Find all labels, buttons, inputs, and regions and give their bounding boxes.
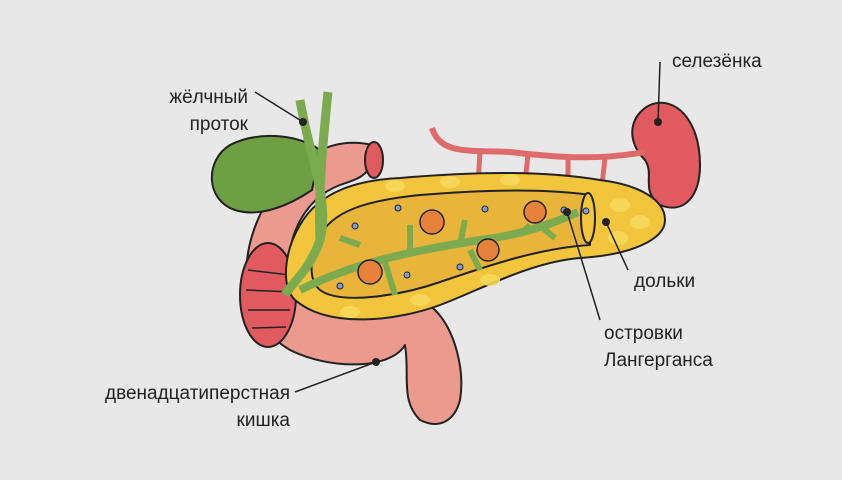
- spleen-marker: [654, 118, 662, 126]
- label-line: жёлчный: [169, 87, 248, 108]
- splenic-artery: [429, 126, 646, 161]
- label-line: двенадцатиперстная: [105, 383, 290, 404]
- gallbladder: [210, 134, 321, 214]
- lobules-marker: [602, 218, 610, 226]
- bile-duct: [280, 91, 580, 298]
- bile-duct-marker: [299, 118, 307, 126]
- label-islets: островки Лангерганса: [604, 320, 713, 374]
- islets-of-langerhans: [336, 204, 590, 290]
- label-spleen: селезёнка: [672, 51, 762, 72]
- label-duodenum: двенадцатиперстная кишка: [105, 380, 290, 434]
- label-line: проток: [189, 114, 248, 135]
- spleen: [631, 101, 701, 209]
- duodenum-marker: [372, 358, 380, 366]
- label-bile-duct: жёлчный проток: [169, 84, 248, 138]
- islets-marker: [563, 208, 571, 216]
- label-line: кишка: [236, 410, 290, 431]
- label-line: Лангерганса: [604, 350, 713, 371]
- label-lobules: дольки: [634, 271, 696, 292]
- label-line: островки: [604, 323, 683, 344]
